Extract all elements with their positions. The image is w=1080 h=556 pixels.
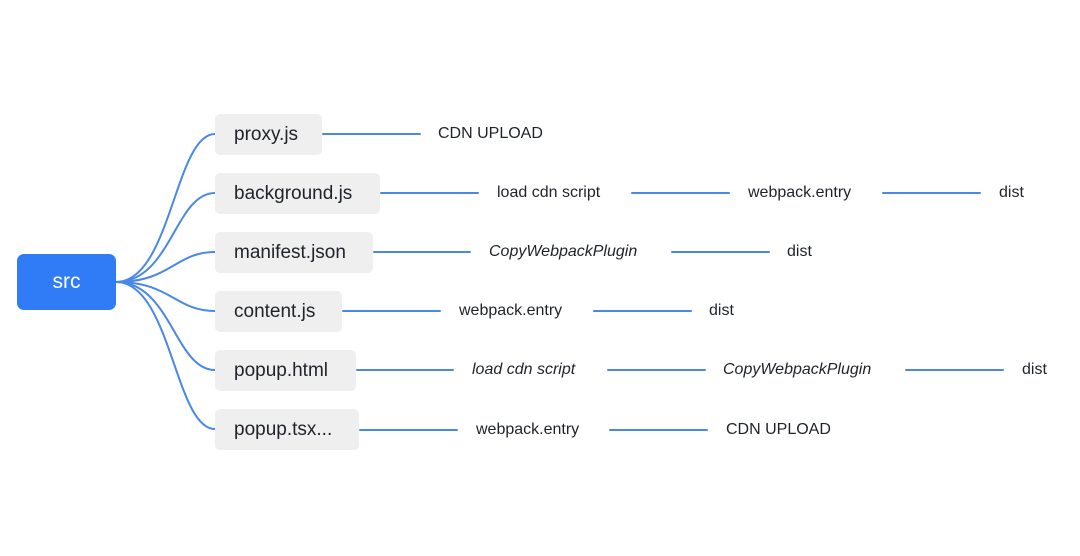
step-label: CDN UPLOAD [726, 421, 831, 438]
file-node-content-js[interactable]: content.js [215, 291, 342, 332]
step-label: webpack.entry [459, 302, 563, 319]
step-label: dist [1022, 361, 1047, 378]
file-node-popup-tsx[interactable]: popup.tsx... [215, 409, 359, 450]
root-node-src[interactable]: src [17, 254, 116, 310]
branch-curve [115, 281, 216, 371]
step-label: webpack.entry [476, 421, 580, 438]
file-node-manifest-json[interactable]: manifest.json [215, 232, 373, 273]
step-label: dist [787, 243, 812, 260]
file-node-background-js[interactable]: background.js [215, 173, 380, 214]
step-label: CopyWebpackPlugin [723, 361, 872, 378]
file-node-label: popup.html [234, 359, 329, 381]
file-node-popup-html[interactable]: popup.html [215, 350, 356, 391]
step-label: webpack.entry [748, 184, 852, 201]
step-label: load cdn script [497, 184, 601, 201]
file-node-label: manifest.json [234, 241, 346, 263]
branch-curve [115, 133, 216, 283]
step-label: CopyWebpackPlugin [489, 243, 638, 260]
branch-curve [115, 281, 216, 312]
file-node-proxy-js[interactable]: proxy.js [215, 114, 322, 155]
file-node-label: proxy.js [234, 123, 299, 145]
branch-curve [115, 281, 216, 430]
branch-curve [115, 192, 216, 283]
step-label: load cdn script [472, 361, 576, 378]
file-node-label: content.js [234, 300, 316, 322]
step-label: CDN UPLOAD [438, 125, 543, 142]
step-label: dist [999, 184, 1024, 201]
file-node-label: background.js [234, 182, 353, 204]
branch-curve [115, 251, 216, 283]
root-node-label: src [52, 270, 81, 293]
file-node-label: popup.tsx... [234, 418, 333, 440]
step-label: dist [709, 302, 734, 319]
